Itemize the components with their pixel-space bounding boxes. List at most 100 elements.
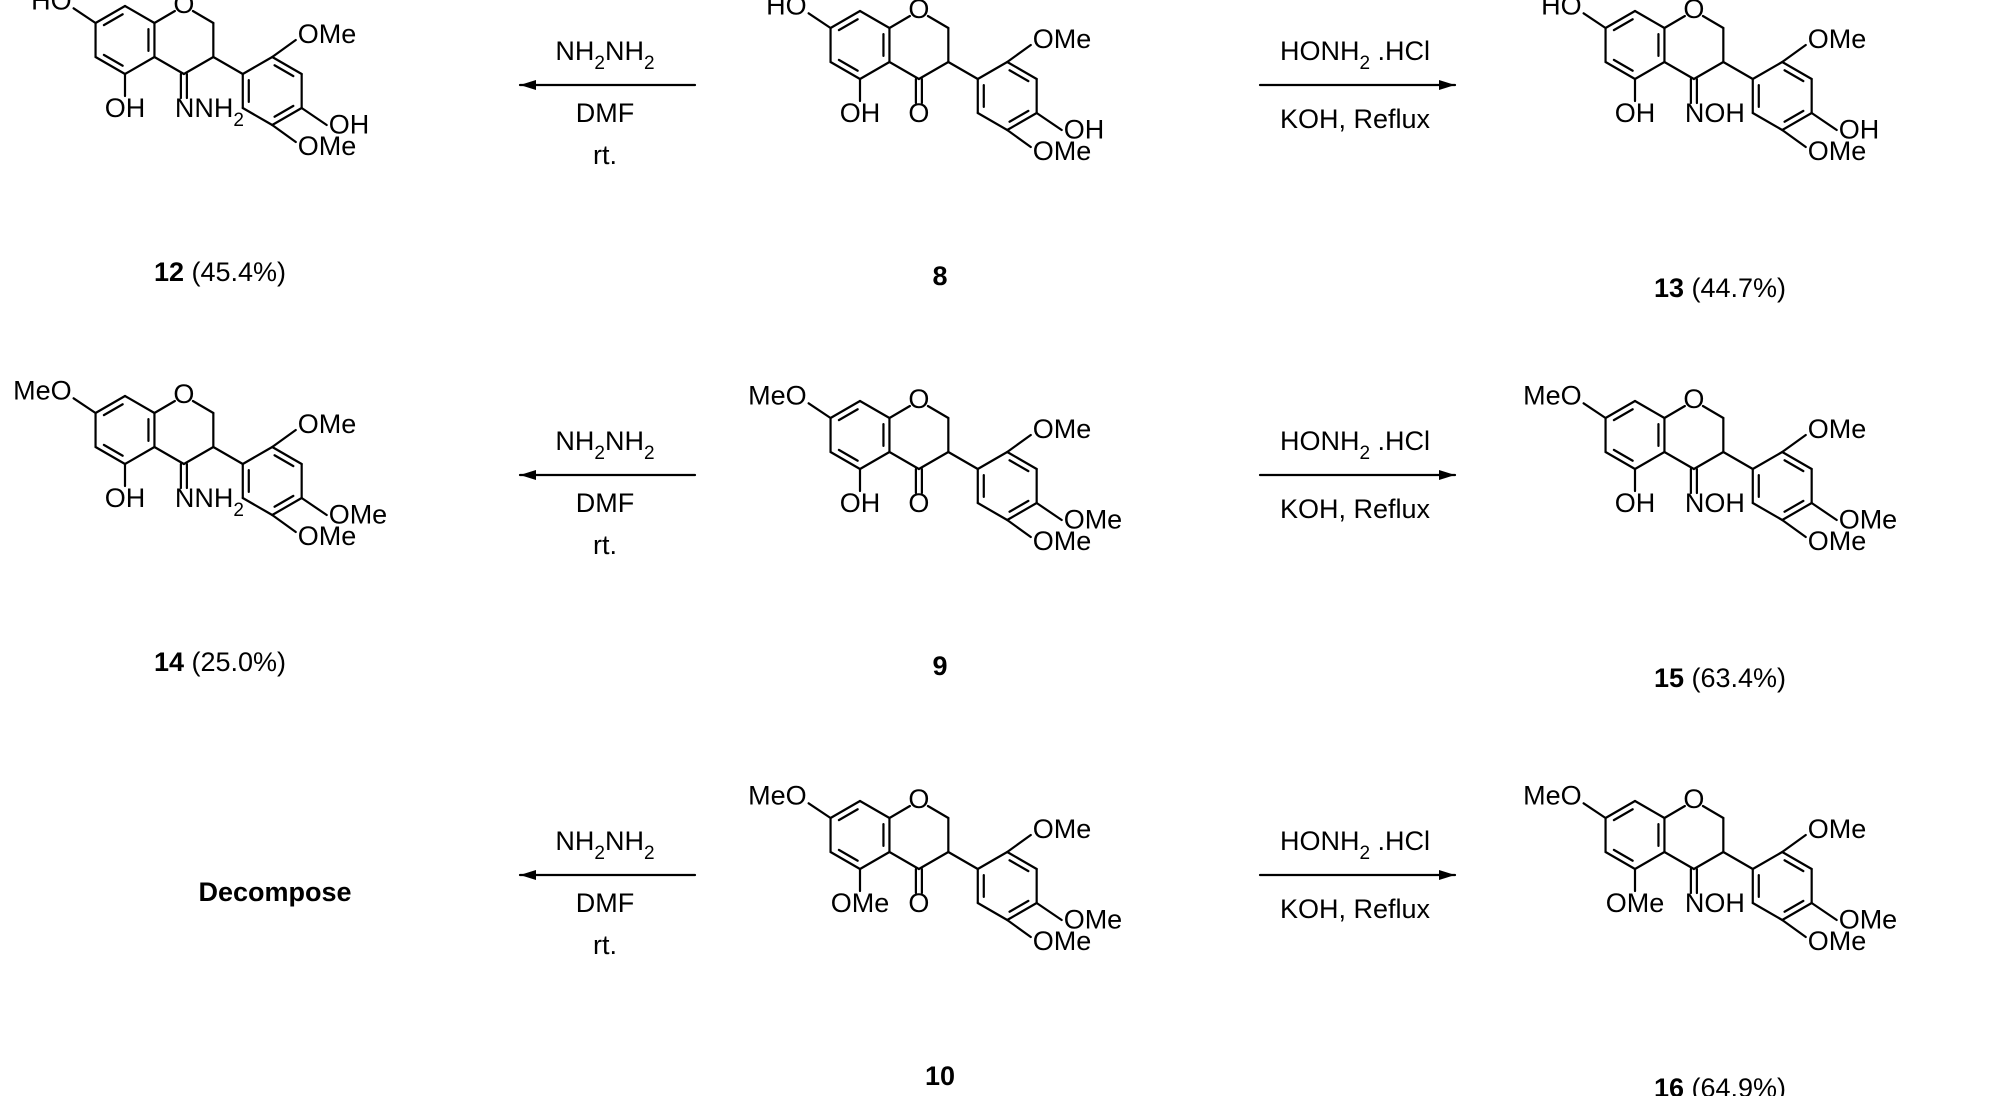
- c7-bond: [1582, 12, 1607, 30]
- ring-a-bond: [1604, 799, 1637, 820]
- c5p-bond: [271, 123, 297, 144]
- ring-a-bond: [858, 9, 891, 30]
- arrowhead: [520, 80, 536, 90]
- ring-b-bond: [1692, 450, 1725, 471]
- c5-substituent-label: OMe: [1606, 888, 1665, 918]
- c4p-substituent-label: OH: [329, 110, 370, 140]
- c5p-ome-label: OMe: [1808, 136, 1867, 166]
- aryl-bond: [947, 850, 979, 871]
- reagent-base: KOH, Reflux: [1280, 104, 1431, 134]
- c5-substituent-label: OMe: [831, 888, 890, 918]
- reagent-dmf: DMF: [576, 488, 634, 518]
- ring-b-bond: [1663, 450, 1695, 471]
- ring-a-bond: [1633, 850, 1666, 871]
- ring-b-bond: [191, 399, 215, 415]
- ring-c-bond: [1006, 111, 1038, 132]
- aromatic-bond: [837, 18, 859, 32]
- ring-c-bond: [1751, 501, 1784, 522]
- ring-a-bond: [123, 394, 156, 415]
- ring-a-bond: [123, 4, 156, 25]
- c2p-bond: [1006, 433, 1032, 454]
- oxime-caption: 15 (63.4%): [1654, 663, 1786, 693]
- reagent-rt: rt.: [593, 140, 617, 170]
- carbonyl-oxygen-label: O: [908, 98, 929, 128]
- c2p-ome-label: OMe: [298, 19, 357, 49]
- c5p-bond: [1781, 518, 1807, 539]
- aromatic-bond: [837, 58, 859, 72]
- c2p-ome-label: OMe: [1033, 814, 1092, 844]
- oxime-caption: 16 (64.9%): [1654, 1073, 1786, 1096]
- ring-a-bond: [858, 60, 891, 81]
- aromatic-bond: [1783, 499, 1805, 513]
- aryl-bond: [1722, 850, 1754, 871]
- hydrazone-caption: 14 (25.0%): [154, 647, 286, 677]
- aromatic-bond: [1008, 899, 1030, 913]
- reagent-base: KOH, Reflux: [1280, 894, 1431, 924]
- c4p-bond: [1810, 901, 1838, 922]
- c5p-bond: [1006, 518, 1032, 539]
- c7-bond: [72, 7, 97, 25]
- arrowhead: [1439, 470, 1455, 480]
- c4p-bond: [1810, 111, 1838, 132]
- ring-b-bond: [1663, 850, 1695, 871]
- c2p-bond: [1781, 43, 1807, 64]
- c2p-ome-label: OMe: [1033, 414, 1092, 444]
- c7-bond: [807, 802, 832, 820]
- ring-b-bond: [191, 9, 215, 25]
- reagent-rt: rt.: [593, 930, 617, 960]
- ring-a-bond: [1633, 799, 1666, 820]
- ring-b-bond: [926, 14, 950, 30]
- ring-b-bond: [917, 850, 950, 871]
- ring-b-bond: [1701, 404, 1725, 420]
- ring-a-bond: [1604, 60, 1637, 81]
- ring-c-bond: [1751, 850, 1784, 871]
- ring-c-bond: [241, 496, 274, 517]
- ring-b-bond: [1701, 14, 1725, 30]
- aryl-bond: [212, 55, 244, 76]
- ring-c-bond: [1781, 450, 1813, 471]
- c2p-bond: [1006, 43, 1032, 64]
- ring-a-bond: [858, 450, 891, 471]
- ring-c-bond: [1781, 111, 1813, 132]
- ring-b-bond: [888, 60, 920, 81]
- arrowhead: [520, 470, 536, 480]
- ring-a-bond: [94, 55, 127, 76]
- c7-substituent-label: MeO: [748, 780, 807, 810]
- aromatic-bond: [837, 408, 859, 422]
- ring-a-bond: [829, 399, 862, 420]
- oxime-label: NOH: [1685, 98, 1745, 128]
- c5-substituent-label: OH: [105, 483, 146, 513]
- aryl-bond: [212, 445, 244, 466]
- arrowhead: [520, 870, 536, 880]
- c4p-bond: [300, 496, 328, 517]
- c5p-bond: [1006, 128, 1032, 149]
- c2p-ome-label: OMe: [298, 409, 357, 439]
- c5p-bond: [1006, 918, 1032, 939]
- ring-b-bond: [917, 60, 950, 81]
- ring-a-bond: [94, 445, 127, 466]
- aromatic-bond: [273, 104, 295, 118]
- reagent-hydrazine: NH2NH2: [555, 826, 654, 863]
- ring-a-bond: [858, 850, 891, 871]
- ring-c-bond: [1781, 901, 1813, 922]
- aromatic-bond: [1612, 58, 1634, 72]
- c2p-bond: [271, 38, 297, 59]
- c7-substituent-label: HO: [1541, 0, 1582, 20]
- c5-substituent-label: OH: [1615, 488, 1656, 518]
- c4p-bond: [1035, 501, 1063, 522]
- aromatic-bond: [1612, 18, 1634, 32]
- reagent-hydroxylamine: HONH2 .HCl: [1280, 36, 1430, 73]
- c7-substituent-label: HO: [766, 0, 807, 20]
- ring-b-bond: [1663, 804, 1686, 820]
- ring-a-bond: [123, 445, 156, 466]
- ring-b-bond: [1663, 60, 1695, 81]
- ring-c-bond: [1781, 501, 1813, 522]
- ring-a-bond: [1604, 850, 1637, 871]
- c5p-bond: [1781, 128, 1807, 149]
- oxime-caption: 13 (44.7%): [1654, 273, 1786, 303]
- c2p-ome-label: OMe: [1033, 24, 1092, 54]
